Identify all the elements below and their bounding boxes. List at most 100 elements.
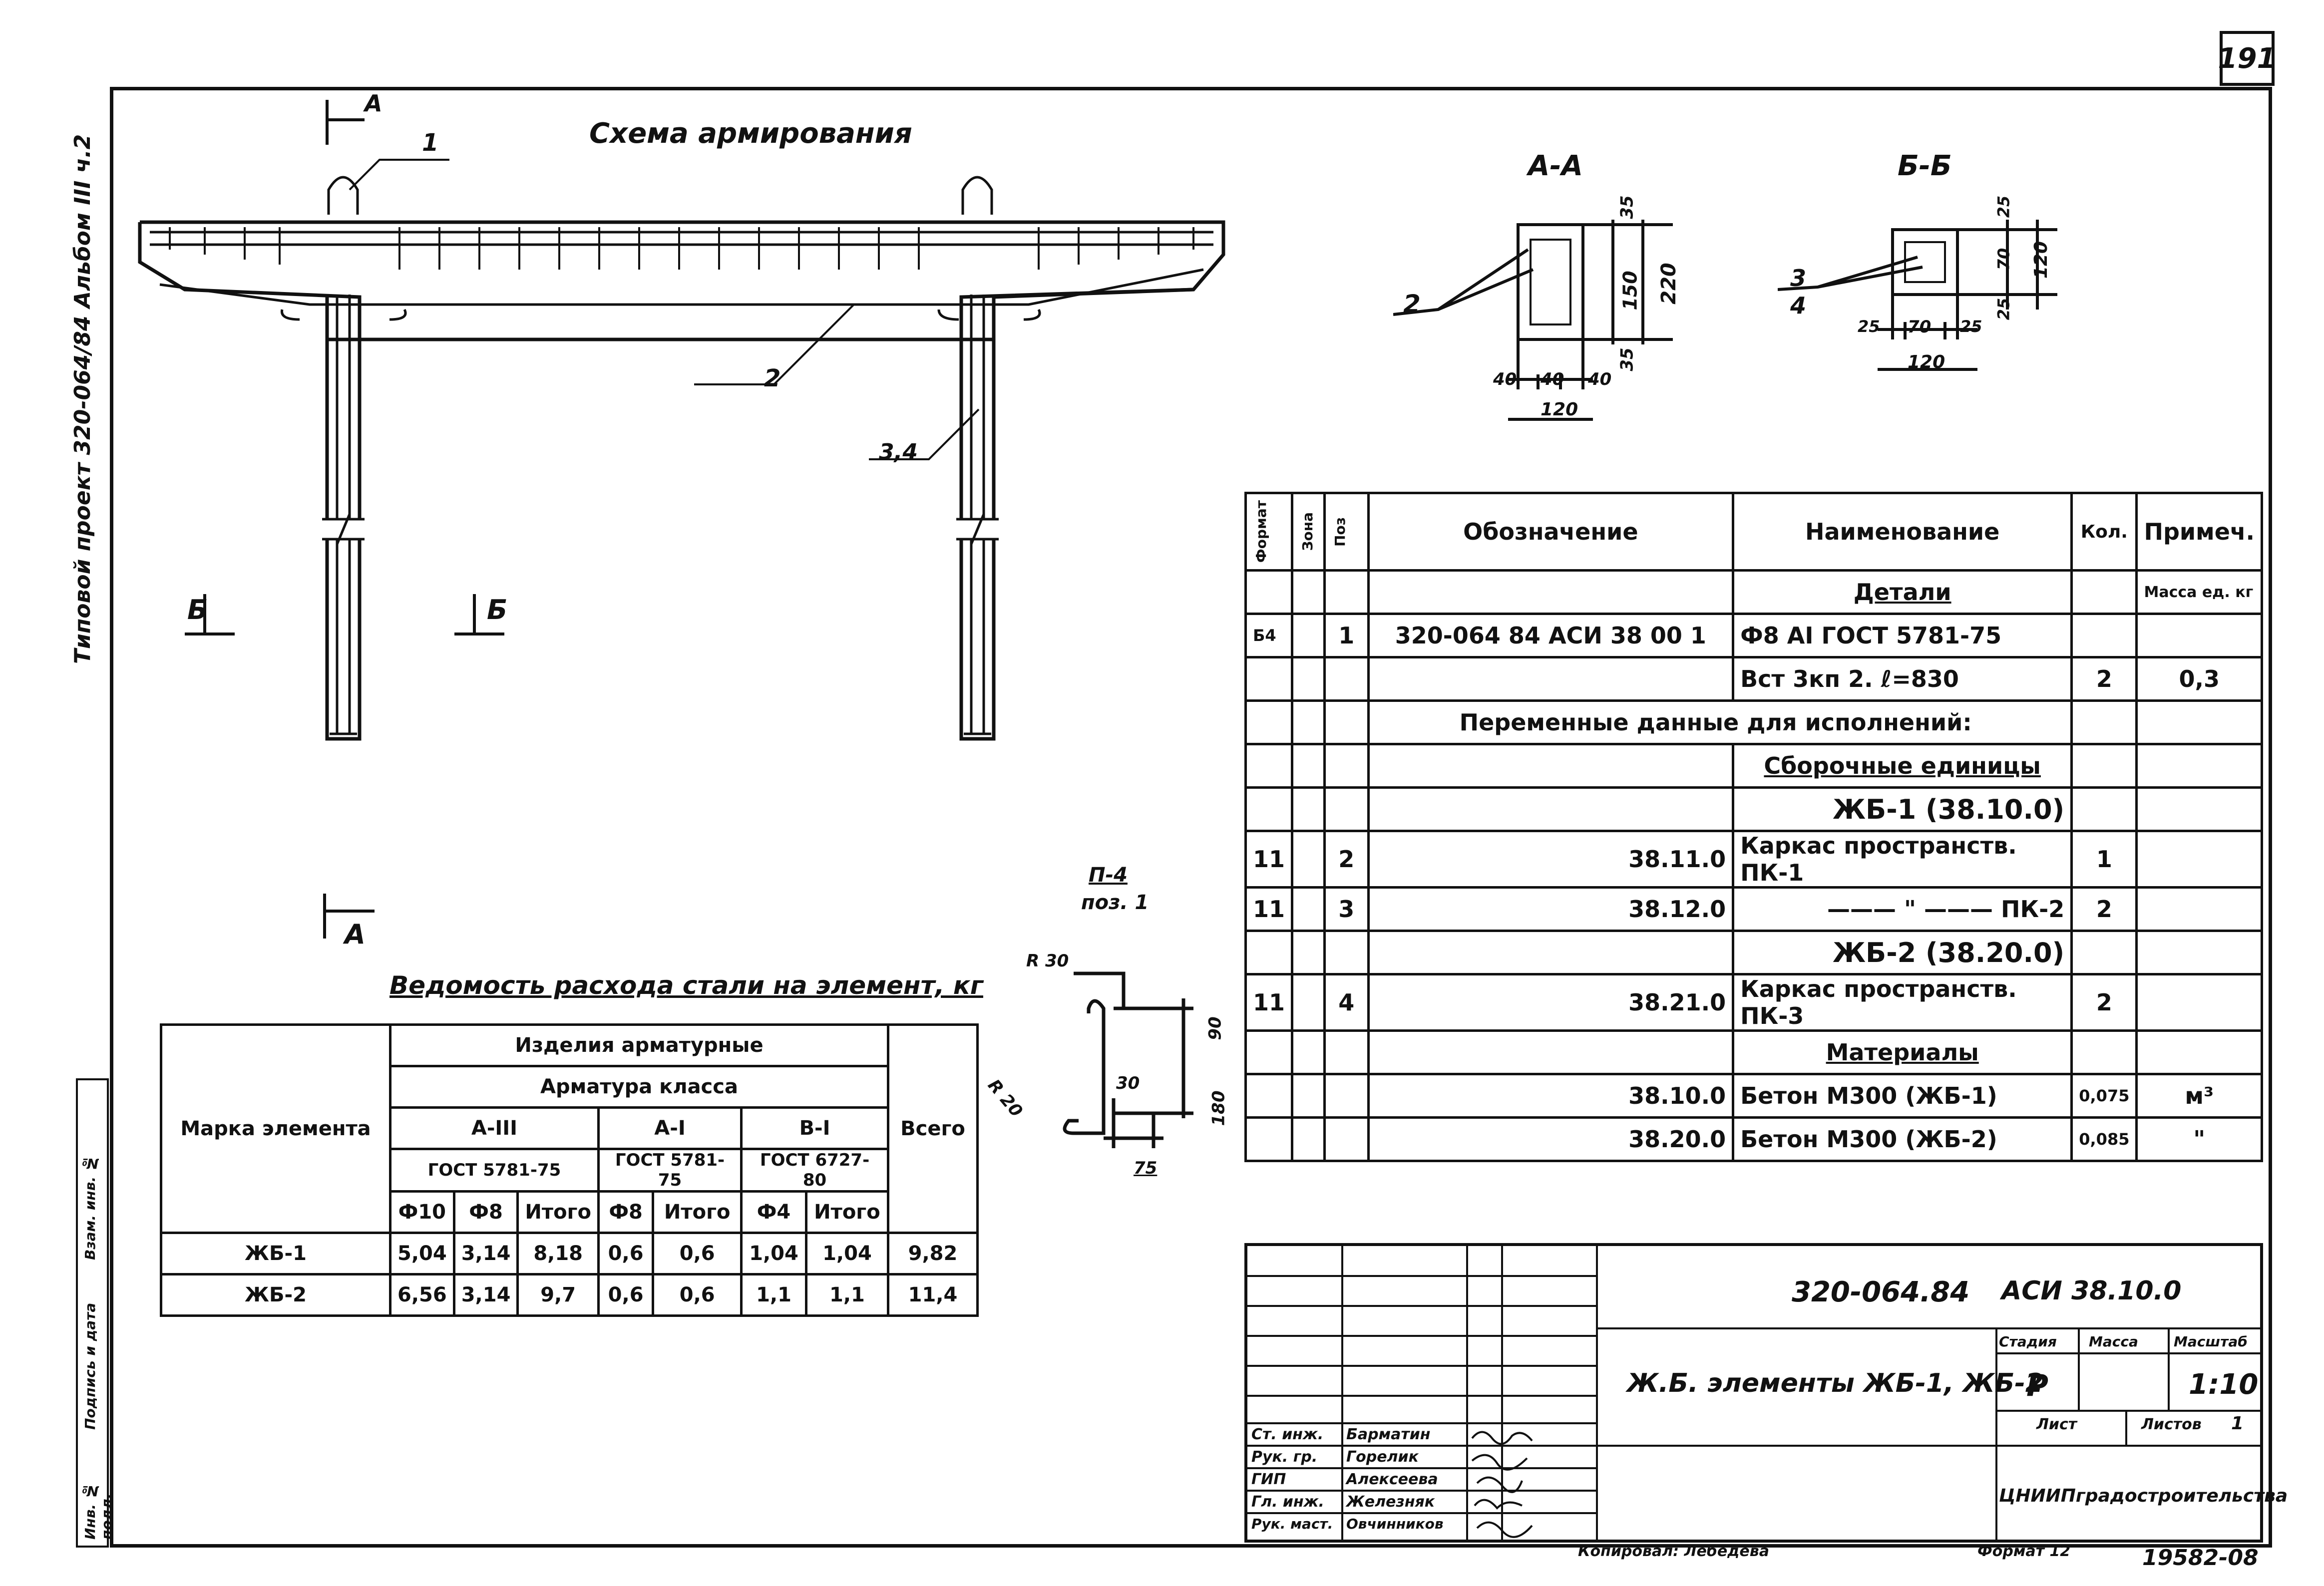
title-block-grid: [1247, 1246, 2261, 1541]
aa-dim-w3: 40: [1588, 369, 1612, 389]
callout-2: 2: [764, 364, 781, 392]
bb-dim-top: 25: [1994, 195, 2013, 218]
signatures: [1471, 1431, 1533, 1538]
usage-header-row-4: ГОСТ 5781-75 ГОСТ 5781-75 ГОСТ 6727-80: [161, 1148, 978, 1193]
stamp-stage-label: Стадия: [1999, 1333, 2057, 1350]
spec-header-row: Формат Зона Поз Обозначение Наименование…: [1244, 492, 2263, 572]
section-bb-title: Б-Б: [1898, 150, 1952, 182]
sheet-number: 191: [2218, 42, 2277, 75]
left-margin-stamp: Инв. № подл. Подпись и дата Взам. инв. №: [76, 1078, 115, 1548]
table-row: Сборочные единицы: [1244, 743, 2263, 789]
stamp-name-2: Горелик: [1346, 1448, 1419, 1466]
stamp-scale-label: Масштаб: [2174, 1333, 2248, 1350]
stamp-role-4: Гл. инж.: [1251, 1493, 1324, 1511]
section-bb-drawing: [1778, 220, 2057, 371]
stamp-sheets-label: Листов: [2141, 1416, 2202, 1433]
detail-d4: 75: [1134, 1158, 1158, 1178]
spec-h-qty: Кол.: [2070, 492, 2138, 572]
stamp-org: ЦНИИПградостроительства: [1999, 1486, 2288, 1506]
usage-title: Ведомость расхода стали на элемент, кг: [389, 971, 983, 1000]
detail-r1: R 30: [1026, 951, 1069, 971]
section-a-bottom-mark: [323, 894, 375, 939]
section-mark-b-right: Б: [487, 594, 508, 626]
section-aa-drawing: [1393, 220, 1673, 421]
reinforcement-scheme: [138, 100, 1225, 741]
stamp-sheets: 1: [2231, 1413, 2244, 1434]
stamp-project: 320-064.84: [1792, 1276, 1970, 1308]
title-block: 320-064.84 АСИ 38.10.0 Ж.Б. элементы ЖБ-…: [1244, 1243, 2288, 1543]
stamp-sheet-label: Лист: [2036, 1416, 2077, 1433]
spec-h-format: Формат: [1244, 492, 1294, 572]
usage-header-row-1: Марка элемента Изделия арматурные Всего: [160, 1023, 979, 1234]
aa-dim-top: 35: [1617, 195, 1637, 219]
table-row: Материалы: [1244, 1029, 2263, 1075]
detail-ref: П-4: [1089, 864, 1128, 887]
section-aa-title: А-А: [1528, 150, 1583, 182]
leader-lines: [349, 159, 980, 460]
side-title: Типовой проект 320-064/84 Альбом III ч.2: [70, 134, 95, 664]
aa-dim-w2: 40: [1541, 369, 1564, 389]
stirrups: [169, 227, 1194, 270]
detail-ref-pos: поз. 1: [1081, 891, 1149, 914]
section-mark-a-bottom: А: [345, 919, 366, 950]
sheet-format: Формат 12: [1977, 1543, 2071, 1560]
specification-table: Формат Зона Поз Обозначение Наименование…: [1244, 492, 2263, 1162]
copied-by: Копировал: Лебедева: [1578, 1543, 1769, 1560]
stamp-title: Ж.Б. элементы ЖБ-1, ЖБ-2: [1627, 1368, 2044, 1398]
bb-dim-wtotal: 120: [1908, 352, 1945, 372]
aa-dim-mid: 150: [1619, 271, 1641, 311]
left-stamp-label-2: Подпись и дата: [82, 1302, 98, 1430]
stamp-name-1: Барматин: [1346, 1426, 1431, 1443]
bb-dim-w3: 25: [1960, 317, 1982, 336]
stamp-mass-label: Масса: [2089, 1333, 2138, 1350]
aa-dim-w1: 40: [1493, 369, 1517, 389]
beam-rebar: [150, 176, 1213, 735]
stamp-code: АСИ 38.10.0: [2001, 1276, 2182, 1306]
bb-dim-total: 120: [2031, 241, 2052, 279]
spec-h-designation: Обозначение: [1367, 492, 1735, 572]
bb-dim-mid: 70: [1994, 248, 2013, 271]
section-cut-marks: [185, 100, 504, 635]
archive-code: 19582-08: [2142, 1545, 2259, 1571]
bb-pos-3: 3: [1790, 265, 1807, 292]
table-row: ЖБ-1 (38.10.0): [1244, 786, 2263, 832]
table-row: Переменные данные для исполнений:: [1244, 699, 2263, 745]
reinforcement-title: Схема армирования: [589, 117, 912, 150]
break-lines: [322, 514, 999, 545]
detail-d1: 90: [1205, 1016, 1225, 1040]
bb-pos-4: 4: [1790, 292, 1807, 319]
stamp-scale: 1:10: [2189, 1368, 2259, 1401]
callout-1: 1: [422, 129, 439, 157]
bb-dim-bot: 25: [1994, 298, 2013, 320]
spec-h-zone: Зона: [1291, 492, 1326, 572]
stamp-role-5: Рук. маст.: [1251, 1516, 1333, 1532]
stamp-role-3: ГИП: [1251, 1471, 1286, 1488]
spec-h-pos: Поз: [1323, 492, 1370, 572]
stamp-name-4: Железняк: [1346, 1493, 1435, 1511]
detail-d3: 30: [1116, 1073, 1140, 1093]
spec-h-name: Наименование: [1732, 492, 2073, 572]
stamp-stage: Р: [2026, 1368, 2048, 1403]
usage-header-row-3: А-III А-I В-I: [161, 1106, 978, 1150]
bb-dim-w1: 25: [1858, 317, 1880, 336]
table-row: ЖБ-2 (38.20.0): [1244, 930, 2263, 975]
section-mark-a-top: А: [365, 90, 383, 117]
stamp-name-5: Овчинников: [1346, 1516, 1444, 1532]
stamp-name-3: Алексеева: [1346, 1471, 1438, 1488]
aa-dim-total: 220: [1657, 263, 1680, 305]
sheet-number-box: 191: [2218, 31, 2277, 86]
bb-dim-w2: 70: [1908, 317, 1932, 337]
beam-outline: [138, 220, 1225, 741]
drawing-frame: [110, 87, 2272, 1548]
